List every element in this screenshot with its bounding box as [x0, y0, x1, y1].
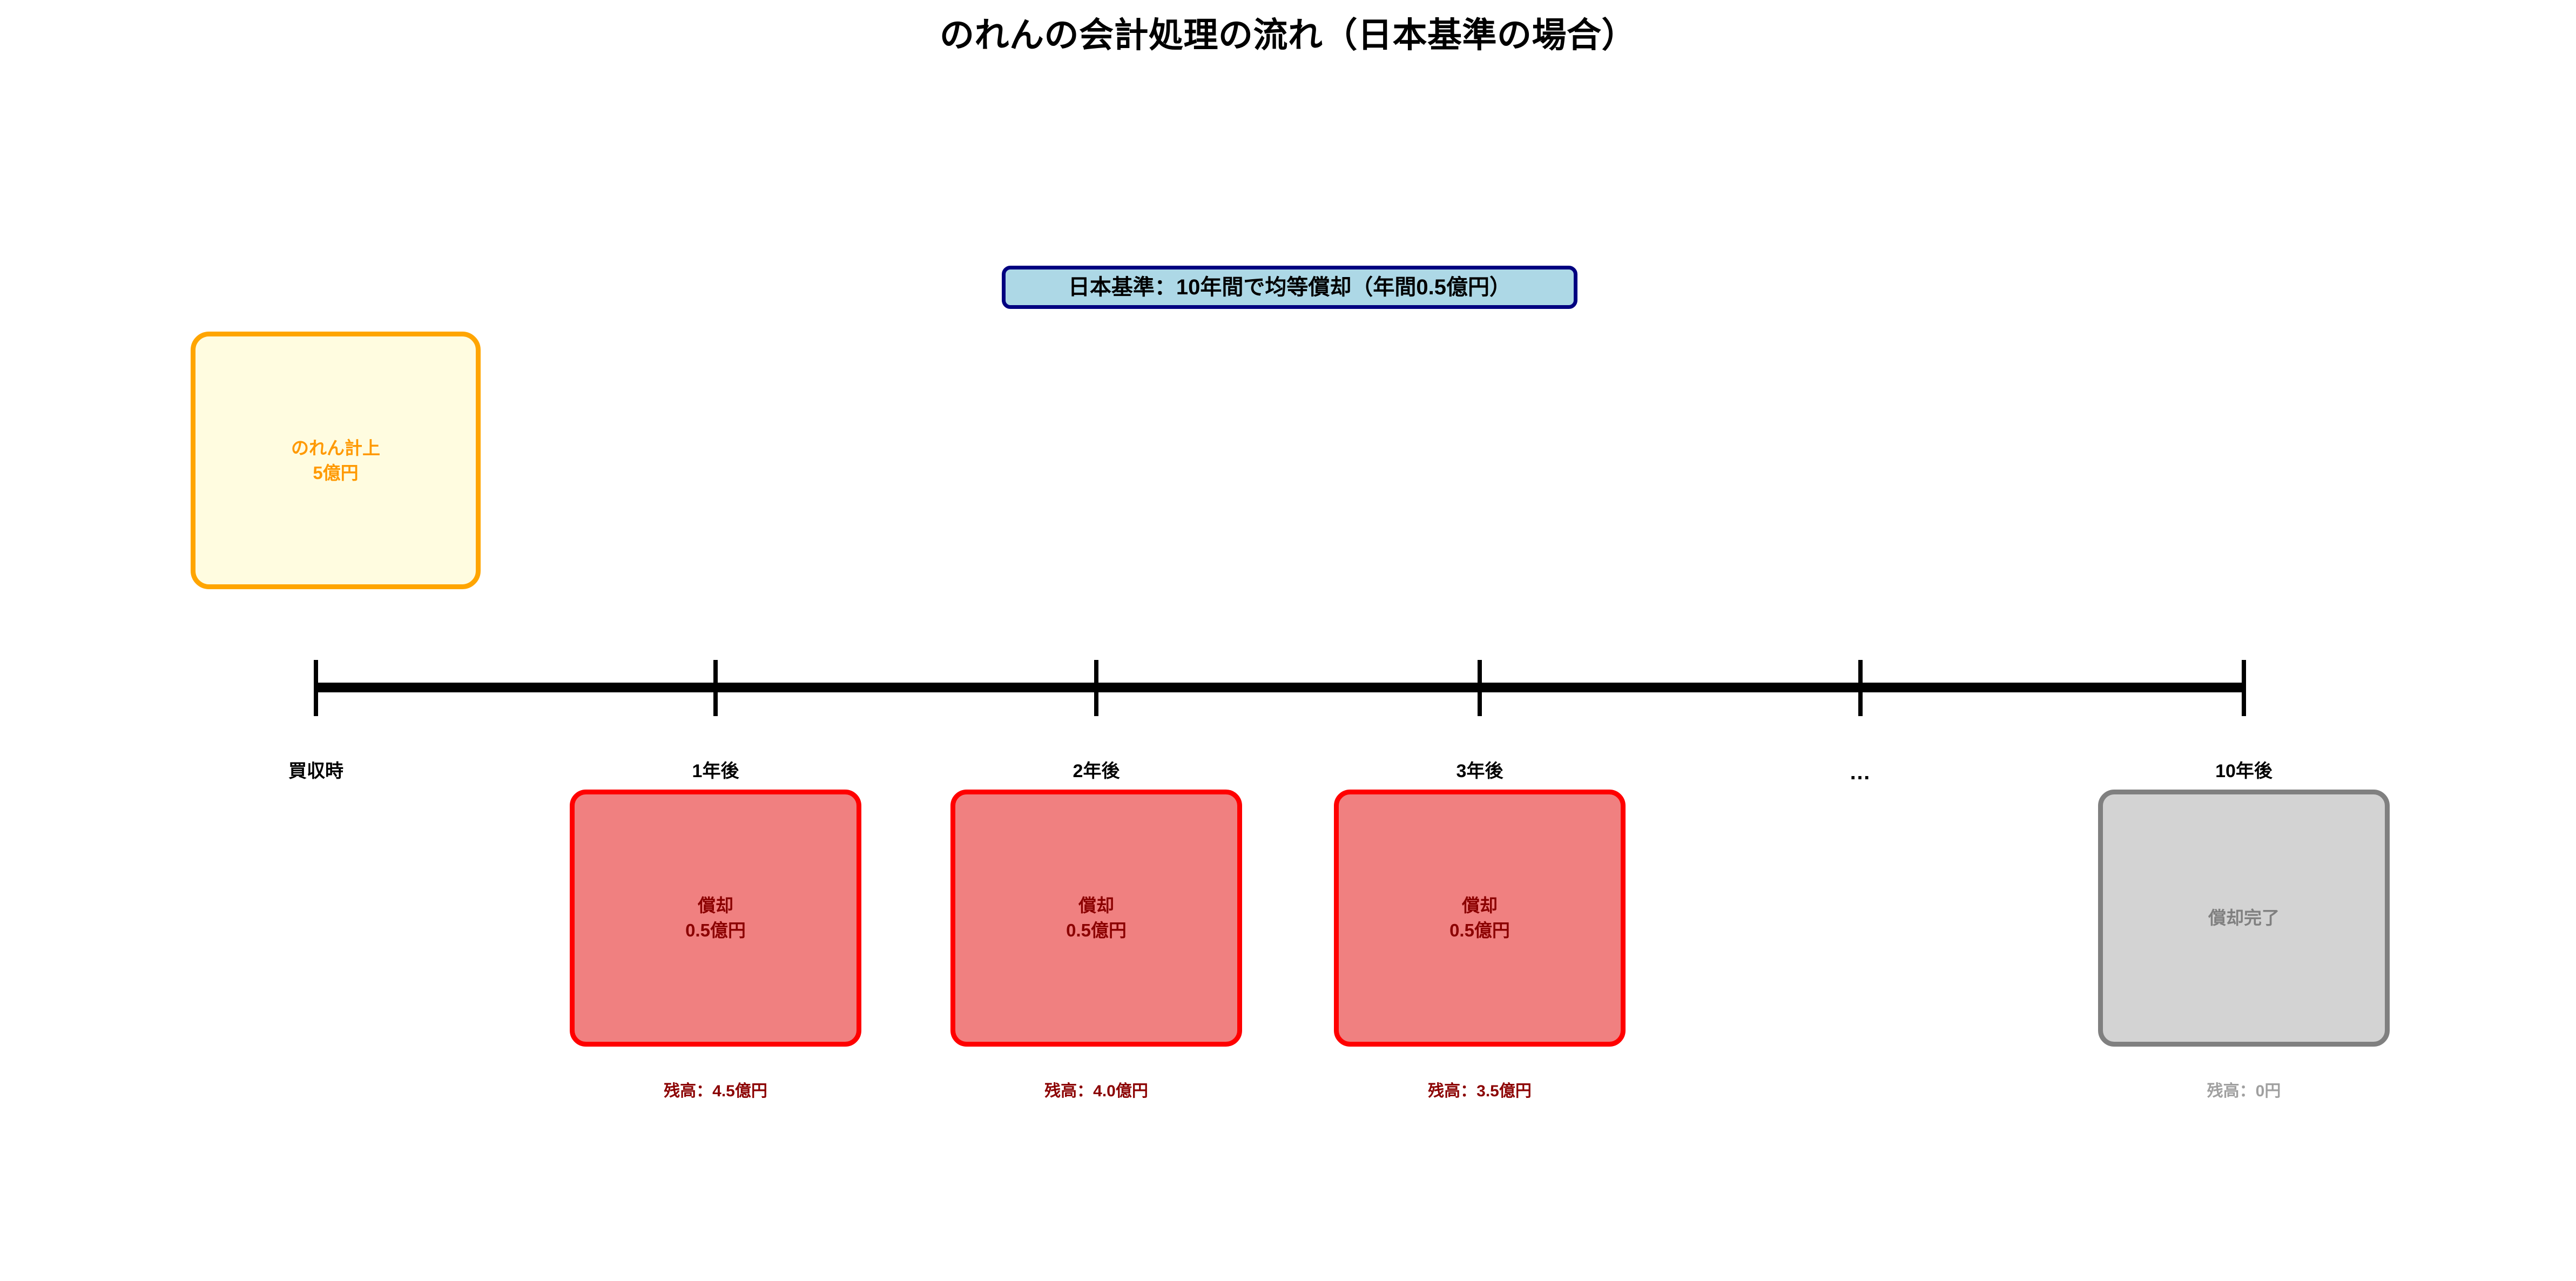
timeline-tick	[1478, 660, 1482, 716]
timeline-tick-label: 買収時	[288, 761, 343, 781]
page-title: のれんの会計処理の流れ（日本基準の場合）	[940, 16, 1636, 55]
period-box-text: 償却 0.5億円	[685, 893, 746, 942]
period-balance-caption: 残高：0円	[2207, 1082, 2281, 1100]
timeline-tick	[713, 660, 718, 716]
timeline-tick	[1858, 660, 1863, 716]
goodwill-box-line2: 5億円	[313, 462, 359, 483]
period-box-line1: 償却	[1078, 895, 1114, 916]
timeline-tick-label: 3年後	[1456, 761, 1503, 781]
period-box-line1: 償却	[1462, 895, 1498, 916]
period-box-line2: 0.5億円	[685, 920, 746, 940]
period-box-line2: 0.5億円	[1066, 920, 1127, 940]
goodwill-box: のれん計上 5億円	[191, 332, 481, 589]
period-balance-caption: 残高：3.5億円	[1428, 1082, 1532, 1100]
timeline-tick	[2242, 660, 2246, 716]
period-balance-caption: 残高：4.5億円	[664, 1082, 767, 1100]
period-box-text: 償却 0.5億円	[1066, 893, 1127, 942]
period-balance-caption: 残高：4.0億円	[1044, 1082, 1148, 1100]
amortization-box: 償却 0.5億円	[570, 790, 861, 1047]
timeline-tick-label: 10年後	[2215, 761, 2272, 781]
goodwill-box-line1: のれん計上	[291, 437, 380, 458]
standard-banner-label: 日本基準：10年間で均等償却（年間0.5億円）	[1068, 275, 1512, 299]
timeline-tick	[1094, 660, 1098, 716]
timeline-tick-label: 1年後	[692, 761, 739, 781]
amortization-box: 償却 0.5億円	[950, 790, 1242, 1047]
standard-banner: 日本基準：10年間で均等償却（年間0.5億円）	[1002, 266, 1577, 309]
period-box-line1: 償却	[698, 895, 733, 916]
period-box-text: 償却 0.5億円	[1449, 893, 1510, 942]
period-box-text: 償却完了	[2208, 906, 2280, 931]
goodwill-box-text: のれん計上 5億円	[291, 436, 380, 485]
period-box-line1: 償却完了	[2208, 908, 2280, 928]
timeline-axis	[316, 683, 2245, 692]
amortization-complete-box: 償却完了	[2098, 790, 2390, 1047]
timeline-tick	[314, 660, 318, 716]
amortization-box: 償却 0.5億円	[1334, 790, 1626, 1047]
timeline-tick-label: 2年後	[1073, 761, 1120, 781]
timeline-tick-label: …	[1849, 760, 1872, 784]
period-box-line2: 0.5億円	[1449, 920, 1510, 940]
